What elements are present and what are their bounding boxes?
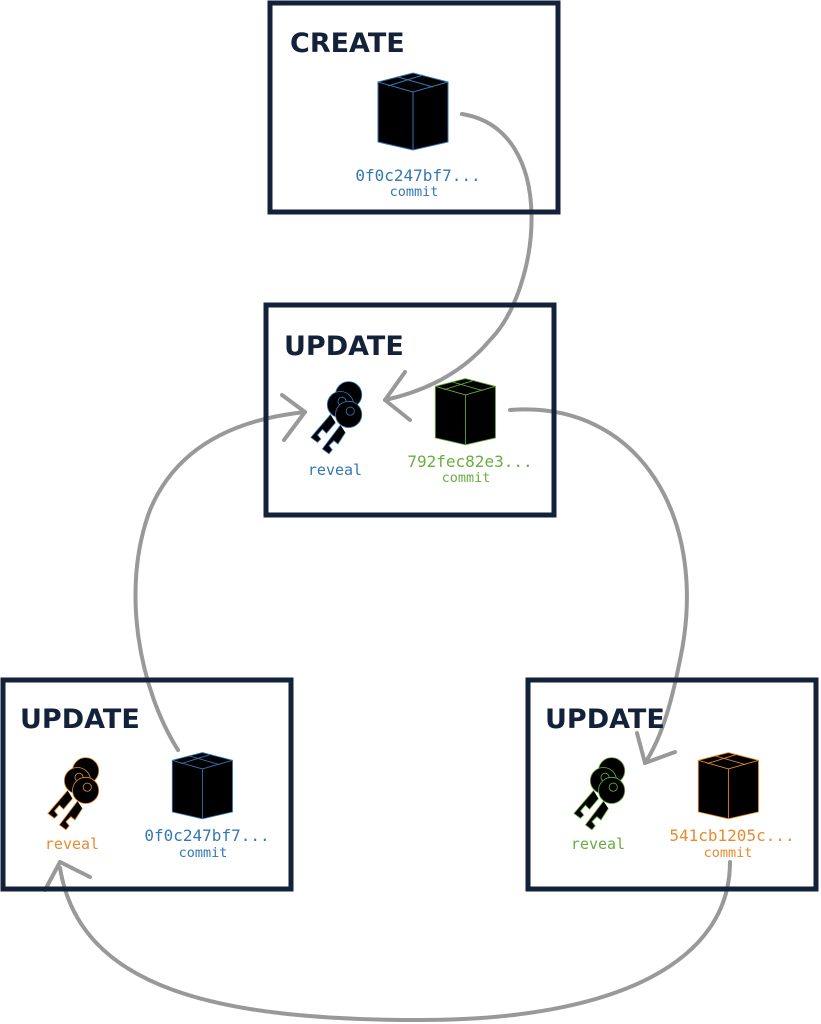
create-commit-hash: 0f0c247bf7... [355,166,480,185]
update-middle-reveal-label: reveal [308,461,362,479]
update-middle-commit-hash: 792fec82e3... [407,452,532,471]
update-box-middle: UPDATE reveal 792fec82e3... commit [263,302,557,518]
arrowhead-left-in [43,860,92,892]
connector-create-to-middle [383,112,534,402]
update-box-right-frame [525,677,819,892]
cube-icon [171,752,233,820]
update-box-left: UPDATE reveal 0f0c247bf7... commit [0,677,294,892]
connector-left-to-middle [133,410,307,752]
update-box-middle-title: UPDATE [284,331,404,362]
cube-icon [697,752,759,820]
keys-icon [310,381,363,455]
create-box-frame [267,0,561,215]
arrowhead-middle-in-left [280,393,307,442]
update-box-right: UPDATE reveal 541cb1205c... commit [525,677,819,892]
connector-right-to-left [58,860,732,1022]
update-box-right-title: UPDATE [545,704,665,735]
update-left-commit-hash: 0f0c247bf7... [144,826,269,845]
connector-middle-to-right [508,407,689,765]
update-right-reveal-label: reveal [571,835,625,853]
update-left-commit-label: commit [179,845,228,861]
update-box-left-frame [0,677,294,892]
update-left-reveal-label: reveal [45,835,99,853]
update-right-commit-label: commit [704,845,753,861]
create-box: CREATE 0f0c247bf7... commit [267,0,561,215]
update-middle-commit-label: commit [442,470,491,486]
create-box-title: CREATE [290,28,405,59]
update-box-middle-frame [263,302,557,518]
cube-icon [377,72,449,151]
cube-icon [434,378,496,446]
update-box-left-title: UPDATE [20,704,140,735]
keys-icon [47,757,100,831]
arrowhead-right-in [635,731,677,765]
keys-icon [573,757,626,831]
update-right-commit-hash: 541cb1205c... [669,826,794,845]
create-commit-label: commit [390,184,439,200]
connectors [43,112,732,1022]
arrowhead-middle-in-right [383,370,412,422]
